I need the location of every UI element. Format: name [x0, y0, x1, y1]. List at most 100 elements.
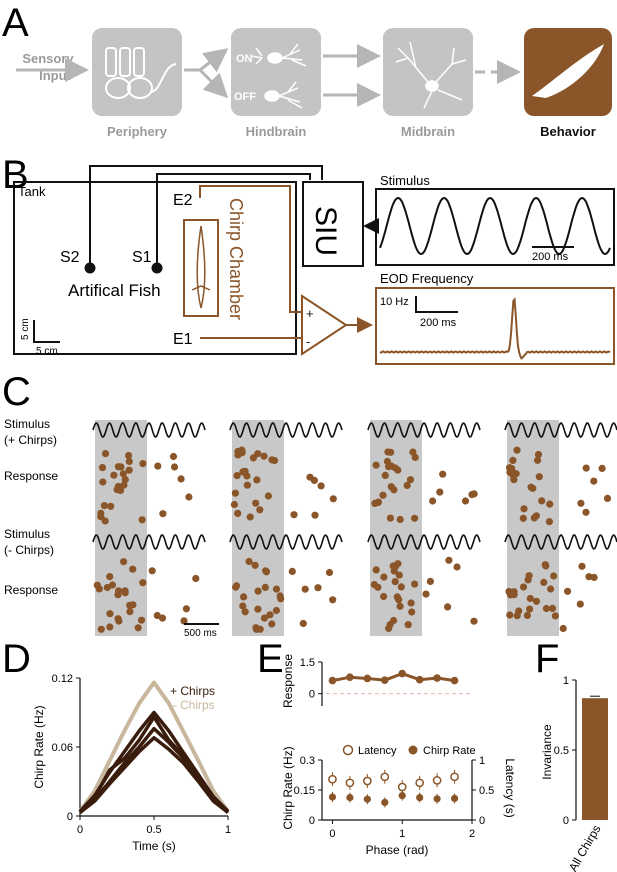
panel-label-d: D — [2, 637, 31, 681]
raster-spike — [385, 624, 393, 633]
stimulus-title: Stimulus — [380, 173, 430, 188]
raster-spike — [546, 500, 554, 508]
raster-spike — [370, 581, 378, 589]
electrode-s2 — [84, 262, 96, 274]
top-y-tick-label: 0 — [309, 689, 315, 701]
chirp-rate-point — [346, 794, 354, 802]
raster-spike — [276, 592, 284, 600]
chirp-chamber-label: Chirp Chamber — [226, 198, 246, 320]
arrow-to-on — [184, 48, 229, 73]
raster-spike — [260, 614, 269, 622]
raster-spike — [106, 610, 114, 618]
raster-spike — [245, 557, 253, 566]
raster-spike — [395, 571, 403, 579]
raster-spike — [129, 601, 137, 609]
midbrain-box — [383, 28, 473, 116]
raster-spike — [547, 585, 555, 593]
raster-spike — [411, 580, 419, 588]
panel-label-a: A — [2, 1, 29, 45]
arrow-to-off — [198, 68, 229, 99]
legend-latency: Latency — [358, 745, 397, 757]
row-label-stim-minus-2: (- Chirps) — [4, 543, 54, 557]
bar-all-chirps — [582, 698, 608, 820]
raster-spike — [374, 498, 382, 506]
raster-spike — [254, 587, 262, 595]
raster-spike — [254, 605, 262, 613]
raster-spike — [170, 463, 179, 471]
raster-spike — [390, 486, 398, 494]
raster-spike — [396, 515, 404, 524]
y-tick-label: 0.5 — [554, 745, 569, 757]
raster-spike — [232, 583, 240, 591]
panel-label-c: C — [2, 370, 31, 414]
stimulus-sinusoid — [229, 533, 343, 550]
raster-spike — [551, 612, 560, 620]
raster-spike — [114, 463, 122, 471]
series-line — [78, 715, 230, 814]
raster-spike — [590, 477, 598, 485]
raster-spike — [137, 616, 146, 624]
panel-label-b: B — [2, 153, 29, 197]
stimulus-sinusoid — [92, 533, 206, 550]
raster-spike — [192, 574, 200, 583]
raster-spike — [314, 584, 322, 592]
raster-spike — [372, 461, 380, 469]
raster-spike — [97, 625, 105, 633]
raster-spike — [380, 592, 388, 601]
raster-spike — [453, 563, 461, 571]
raster-spike — [372, 566, 380, 574]
raster-spike — [598, 464, 606, 472]
off-label: OFF — [234, 91, 256, 103]
bottom-y-tick-label: 0 — [309, 815, 315, 827]
row-label-stim-minus-1: Stimulus — [4, 527, 50, 541]
raster-spike — [169, 452, 178, 461]
raster-spike — [519, 583, 528, 591]
eod-scale-h-label: 200 ms — [420, 317, 457, 329]
raster-spike — [99, 478, 107, 486]
raster-spike — [101, 517, 109, 525]
raster-spike — [422, 590, 430, 598]
raster-spike — [138, 516, 146, 524]
raster-spike — [268, 620, 276, 628]
raster-spike — [299, 619, 307, 628]
tank-scale-h-label: 5 cm — [36, 346, 58, 357]
raster-spike — [159, 510, 167, 518]
raster-spike — [582, 508, 590, 516]
latency-point — [397, 782, 407, 792]
stimulus-sinusoid — [229, 421, 343, 438]
tank-scale-bar — [33, 320, 60, 343]
raster-spike — [317, 482, 325, 490]
response-point — [380, 676, 389, 684]
raster-spike — [548, 604, 557, 613]
y-tick-label: 0 — [67, 811, 73, 823]
raster-spike — [394, 466, 402, 474]
eod-scale-bar — [415, 296, 458, 313]
raster-spike — [534, 456, 542, 464]
response-point — [328, 676, 337, 685]
raster-spike — [97, 513, 105, 521]
response-point — [363, 674, 372, 683]
latency-point — [380, 772, 390, 782]
stage-periphery: Periphery — [107, 124, 168, 139]
raster-spike — [506, 591, 514, 599]
electrode-s1 — [151, 262, 163, 274]
raster-spike — [240, 593, 248, 601]
raster-spike — [535, 473, 543, 481]
raster-spike — [524, 576, 532, 584]
raster-spike — [106, 573, 114, 581]
stimulus-scale-label: 200 ms — [532, 251, 569, 263]
raster-spike — [110, 471, 118, 479]
raster-spike — [125, 466, 133, 474]
series-line — [78, 680, 230, 813]
raster-spike — [262, 568, 271, 576]
raster-spike — [290, 511, 298, 519]
raster-spike — [520, 505, 528, 513]
raster-spike — [154, 462, 162, 470]
bottom-y-axis-label: Chirp Rate (Hz) — [281, 746, 295, 829]
y-tick-label: 1 — [563, 675, 569, 687]
raster-spike — [513, 612, 521, 620]
